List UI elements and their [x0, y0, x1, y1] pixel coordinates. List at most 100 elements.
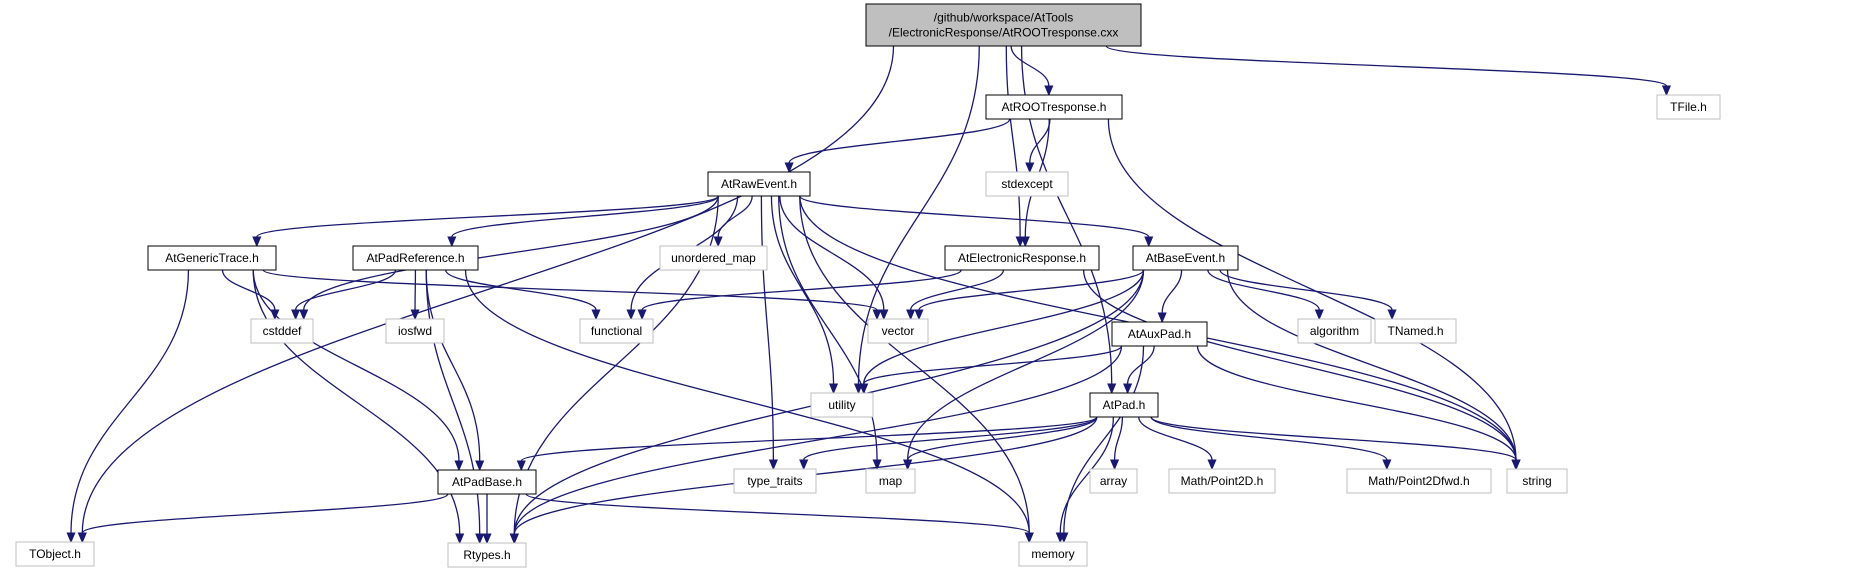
- edge-auxpad-to-string: [1196, 345, 1517, 461]
- arrowhead-rawevent-to-type_traits: [768, 459, 778, 471]
- edge-padreference-to-memory: [464, 269, 1030, 534]
- node-label-utility: utility: [828, 398, 855, 412]
- edge-root-to-utility: [857, 45, 980, 385]
- node-label-point2dfwd: Math/Point2Dfwd.h: [1368, 474, 1469, 488]
- node-label-memory: memory: [1031, 547, 1074, 561]
- node-box-type_traits: [733, 468, 817, 494]
- arrowhead-generictrace-to-vector: [872, 309, 882, 321]
- edge-pad-to-array: [1113, 416, 1124, 461]
- arrowhead-pad-to-memory: [1055, 532, 1065, 544]
- node-label-tfile: TFile.h: [1670, 100, 1707, 114]
- node-string: string: [1506, 468, 1568, 494]
- arrowhead-electronicresp-to-vector: [906, 309, 916, 321]
- arrowhead-padreference-to-rtypes: [475, 533, 485, 545]
- arrowhead-generictrace-to-padbase: [454, 460, 464, 472]
- edge-generictrace-to-cstddef: [221, 269, 276, 311]
- node-auxpad[interactable]: AtAuxPad.h: [1111, 321, 1208, 347]
- node-box-point2dfwd: [1346, 468, 1492, 494]
- arrowhead-padreference-to-padbase: [475, 460, 485, 472]
- arrowhead-rawevent-to-map: [872, 459, 882, 471]
- node-box-root: [865, 3, 1142, 47]
- node-label-electronicresp: AtElectronicResponse.h: [958, 251, 1086, 265]
- arrowhead-rawevent-to-unordered_map: [713, 236, 723, 248]
- node-padbase[interactable]: AtPadBase.h: [437, 469, 537, 495]
- node-label-padreference: AtPadReference.h: [366, 251, 464, 265]
- node-box-tobject: [15, 541, 95, 567]
- node-box-electronicresp: [944, 245, 1100, 271]
- edge-pad-to-type_traits: [803, 416, 1098, 461]
- node-label-rawevent: AtRawEvent.h: [721, 177, 797, 191]
- arrowhead-rawevent-to-functional: [626, 309, 636, 321]
- node-box-string: [1506, 468, 1568, 494]
- node-vector: vector: [867, 318, 929, 344]
- edge-auxpad-to-utility: [863, 345, 1123, 385]
- edge-electronicresp-to-string: [1082, 269, 1517, 461]
- edge-electronicresp-to-functional: [641, 269, 962, 311]
- node-rawevent[interactable]: AtRawEvent.h: [707, 171, 811, 197]
- node-memory: memory: [1018, 541, 1088, 567]
- node-box-padreference: [352, 245, 479, 271]
- node-box-cstddef: [250, 318, 314, 344]
- node-iosfwd: iosfwd: [385, 318, 445, 344]
- edge-rawevent-to-padreference: [451, 195, 719, 238]
- node-label-map: map: [879, 474, 903, 488]
- arrowhead-generictrace-to-tobject: [66, 532, 76, 544]
- node-label-type_traits: type_traits: [747, 474, 802, 488]
- arrowhead-padbase-to-memory: [1024, 532, 1034, 544]
- node-box-functional: [579, 318, 654, 344]
- edge-rootresp-to-rawevent: [788, 118, 1011, 164]
- nodes-layer: /github/workspace/AtTools/ElectronicResp…: [15, 3, 1721, 568]
- node-label-vector: vector: [882, 324, 915, 338]
- edge-baseevent-to-vector: [918, 269, 1145, 311]
- edge-baseevent-to-utility: [863, 269, 1145, 385]
- node-box-point2d: [1168, 468, 1276, 494]
- node-box-auxpad: [1111, 321, 1208, 347]
- edge-padreference-to-cstddef: [294, 269, 397, 311]
- edge-rawevent-to-memory: [799, 195, 1030, 534]
- node-box-tfile: [1656, 94, 1721, 120]
- node-tnamed: TNamed.h: [1374, 318, 1457, 344]
- arrowhead-padreference-to-functional: [591, 309, 601, 321]
- node-rtypes: Rtypes.h: [447, 542, 527, 568]
- arrowhead-pad-to-array: [1110, 459, 1120, 471]
- edge-baseevent-to-map: [907, 269, 1145, 461]
- arrowhead-auxpad-to-pad: [1123, 383, 1133, 395]
- arrowhead-baseevent-to-vector: [914, 309, 924, 321]
- edge-padreference-to-functional: [445, 269, 597, 311]
- node-label-generictrace: AtGenericTrace.h: [165, 251, 259, 265]
- node-type_traits: type_traits: [733, 468, 817, 494]
- edge-pad-to-point2d: [1138, 416, 1213, 461]
- edge-generictrace-to-vector: [262, 269, 878, 311]
- arrowhead-rawevent-to-generictrace: [252, 236, 262, 248]
- node-label-unordered_map: unordered_map: [671, 251, 756, 265]
- edge-rawevent-to-map: [778, 195, 878, 461]
- node-label-rtypes: Rtypes.h: [463, 548, 510, 562]
- edge-rawevent-to-type_traits: [760, 195, 775, 461]
- edge-baseevent-to-string: [1226, 269, 1517, 461]
- node-generictrace[interactable]: AtGenericTrace.h: [147, 245, 277, 271]
- arrowhead-padreference-to-iosfwd: [410, 309, 420, 321]
- node-electronicresp[interactable]: AtElectronicResponse.h: [944, 245, 1100, 271]
- node-box-algorithm: [1297, 318, 1372, 344]
- node-root[interactable]: /github/workspace/AtTools/ElectronicResp…: [865, 3, 1142, 47]
- node-box-generictrace: [147, 245, 277, 271]
- edge-root-to-electronicresp: [1005, 45, 1021, 238]
- arrowhead-pad-to-point2dfwd: [1382, 459, 1392, 471]
- node-baseevent[interactable]: AtBaseEvent.h: [1132, 245, 1239, 271]
- arrowhead-pad-to-point2d: [1207, 459, 1217, 471]
- arrowhead-rootresp-to-electronicresp: [1020, 236, 1030, 248]
- node-label-array: array: [1100, 474, 1127, 488]
- arrowhead-root-to-pad: [1107, 383, 1117, 395]
- node-pad[interactable]: AtPad.h: [1089, 392, 1159, 418]
- arrowhead-baseevent-to-auxpad: [1157, 312, 1167, 324]
- edge-rawevent-to-baseevent: [799, 195, 1150, 238]
- node-label-functional: functional: [591, 324, 642, 338]
- edge-auxpad-to-memory: [1063, 345, 1145, 534]
- arrowhead-pad-to-padbase: [516, 460, 526, 472]
- node-rootresp[interactable]: AtROOTresponse.h: [985, 94, 1123, 120]
- node-padreference[interactable]: AtPadReference.h: [352, 245, 479, 271]
- edge-padreference-to-padbase: [425, 269, 481, 462]
- arrowhead-root-to-rootresp: [1044, 85, 1054, 97]
- edge-generictrace-to-tobject: [70, 269, 190, 534]
